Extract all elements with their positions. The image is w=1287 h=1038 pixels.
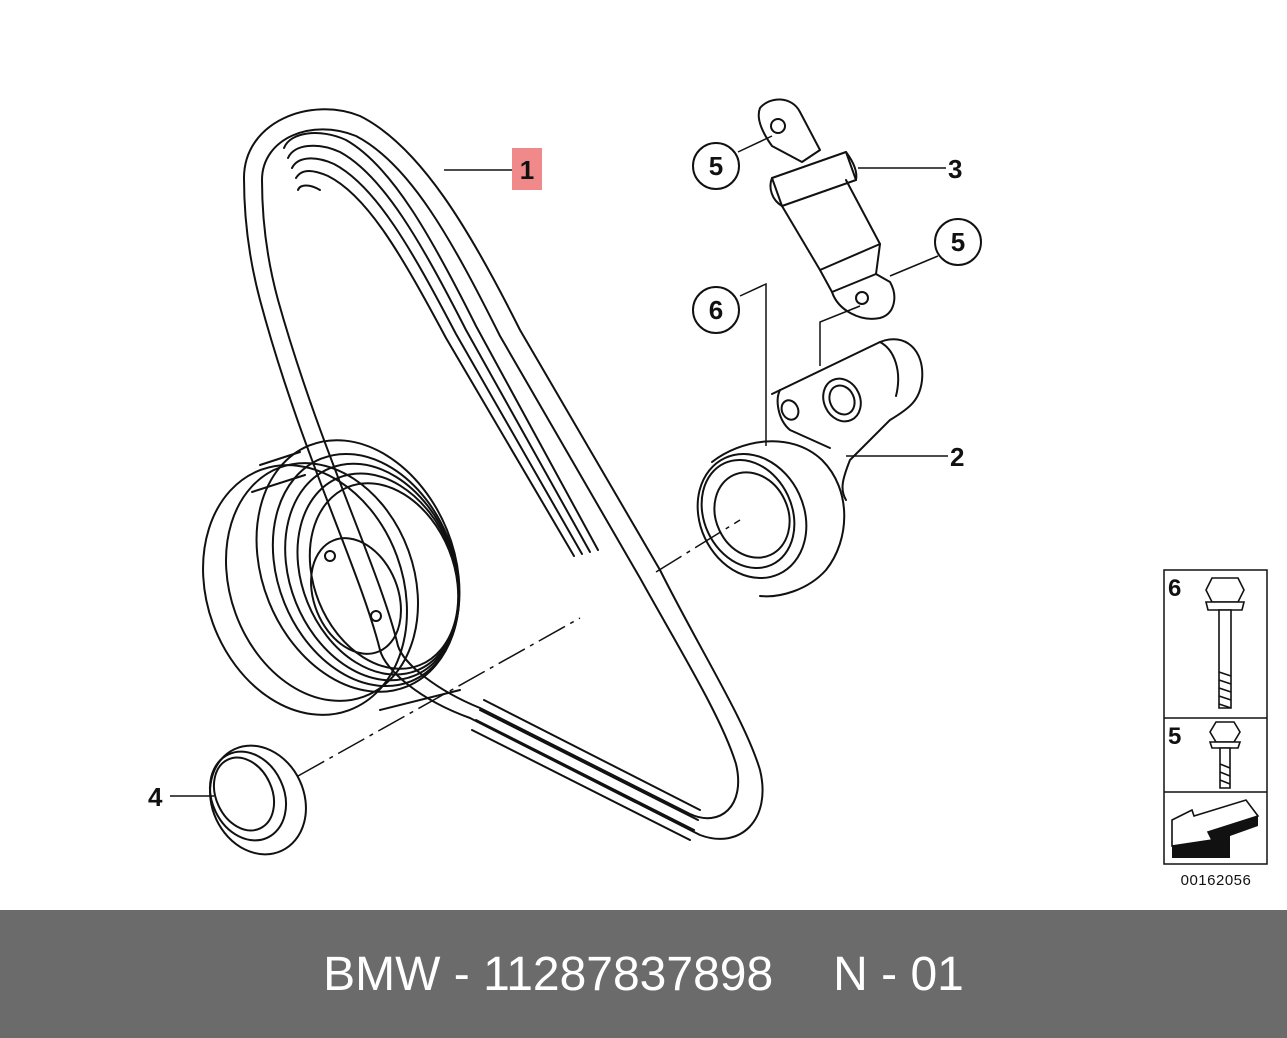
tension-damper bbox=[757, 98, 896, 320]
crankshaft-pulley bbox=[202, 439, 461, 716]
parts-diagram: 1 2 3 4 5 5 6 6 5 00162056 bbox=[148, 98, 1268, 889]
flange-bolt-large-icon bbox=[1204, 577, 1246, 709]
part-number-text: BMW - 11287837898 bbox=[323, 947, 774, 1001]
legend-label-6: 6 bbox=[1168, 575, 1181, 602]
center-line-pulley bbox=[297, 617, 581, 777]
leader-5b bbox=[889, 255, 939, 277]
diagram-reference-number: 00162056 bbox=[1181, 872, 1252, 889]
callout-2[interactable]: 2 bbox=[950, 442, 964, 472]
flange-bolt-small-icon bbox=[1208, 721, 1242, 789]
callout-1-highlight bbox=[512, 148, 542, 190]
variant-code-text: N - 01 bbox=[833, 947, 964, 1001]
callout-4[interactable]: 4 bbox=[148, 782, 163, 812]
belt-tensioner bbox=[696, 338, 924, 598]
leader-6 bbox=[739, 282, 767, 446]
legend-label-5: 5 bbox=[1168, 723, 1181, 750]
drive-belt bbox=[243, 108, 764, 841]
callout-3[interactable]: 3 bbox=[948, 154, 962, 184]
callout-5b-circle bbox=[934, 218, 982, 266]
callout-5a[interactable]: 5 bbox=[709, 151, 723, 181]
leader-5a bbox=[737, 135, 773, 153]
callout-1[interactable]: 1 bbox=[520, 155, 534, 185]
callout-5b[interactable]: 5 bbox=[951, 227, 965, 257]
callout-6-circle bbox=[692, 286, 740, 334]
idler-pulley bbox=[209, 744, 307, 856]
part-number-banner: BMW - 11287837898 N - 01 bbox=[0, 910, 1287, 1038]
direction-arrow-icon bbox=[1171, 799, 1260, 858]
leader-6b bbox=[819, 305, 861, 366]
hardware-legend: 6 5 bbox=[1163, 569, 1268, 865]
callout-5a-circle bbox=[692, 142, 740, 190]
callout-6[interactable]: 6 bbox=[709, 295, 723, 325]
center-line-tensioner bbox=[655, 519, 741, 573]
